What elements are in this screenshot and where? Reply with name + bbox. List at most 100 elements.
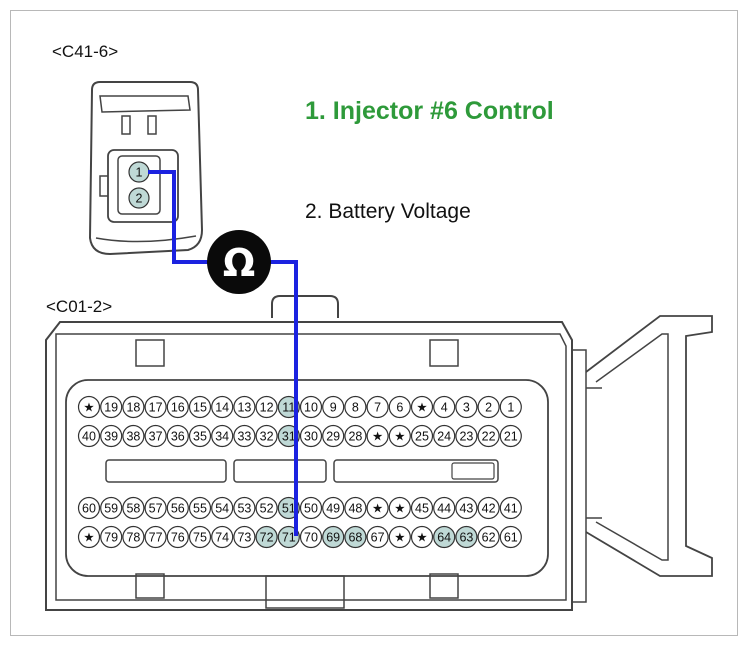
svg-text:64: 64 — [437, 531, 451, 545]
svg-text:48: 48 — [348, 502, 362, 516]
svg-text:★: ★ — [372, 430, 383, 444]
c01-pin: 25 — [410, 424, 434, 448]
c01-pin: 76 — [166, 525, 189, 549]
c01-pin: 17 — [144, 395, 167, 419]
c01-pin: 75 — [188, 525, 212, 549]
svg-text:23: 23 — [459, 430, 473, 444]
c01-pin: 9 — [322, 395, 345, 419]
ohmmeter-icon: Ω — [207, 230, 271, 294]
svg-text:10: 10 — [304, 401, 318, 415]
svg-text:★: ★ — [394, 502, 405, 516]
svg-text:17: 17 — [149, 401, 163, 415]
c01-pin: 19 — [100, 395, 123, 419]
svg-text:57: 57 — [149, 502, 163, 516]
svg-text:77: 77 — [149, 531, 163, 545]
svg-text:60: 60 — [82, 502, 96, 516]
svg-text:★: ★ — [372, 502, 383, 516]
svg-text:70: 70 — [304, 531, 318, 545]
svg-text:36: 36 — [171, 430, 185, 444]
c01-pin: 22 — [477, 424, 500, 448]
c01-pin: 41 — [499, 496, 522, 520]
svg-text:25: 25 — [415, 430, 429, 444]
legend-injector-control: 1. Injector #6 Control — [305, 97, 554, 125]
svg-text:9: 9 — [330, 401, 337, 415]
svg-text:34: 34 — [215, 430, 229, 444]
c01-pin: 38 — [122, 424, 145, 448]
svg-text:14: 14 — [215, 401, 229, 415]
c01-pin: 62 — [477, 525, 500, 549]
svg-text:7: 7 — [374, 401, 381, 415]
c01-pin: ★ — [366, 424, 389, 448]
svg-text:44: 44 — [437, 502, 451, 516]
c01-pin: 33 — [233, 424, 256, 448]
c01-pin: ★ — [410, 395, 434, 419]
svg-text:56: 56 — [171, 502, 185, 516]
svg-text:★: ★ — [83, 531, 94, 545]
svg-text:15: 15 — [193, 401, 207, 415]
c01-pin: 7 — [366, 395, 389, 419]
svg-text:1: 1 — [507, 401, 514, 415]
c01-pin: 39 — [100, 424, 123, 448]
c01-pin: 73 — [233, 525, 256, 549]
svg-text:21: 21 — [504, 430, 518, 444]
c01-pin: 60 — [77, 496, 101, 520]
c01-pin: 13 — [233, 395, 256, 419]
svg-text:13: 13 — [237, 401, 251, 415]
c01-pin: 42 — [477, 496, 500, 520]
svg-text:50: 50 — [304, 502, 318, 516]
svg-text:32: 32 — [260, 430, 274, 444]
svg-text:30: 30 — [304, 430, 318, 444]
c01-pin: 63 — [455, 525, 478, 549]
c41-pins: 12 — [128, 161, 150, 209]
c01-pin: 74 — [211, 525, 234, 549]
c41-pin: 2 — [128, 187, 150, 209]
c01-pin: 36 — [166, 424, 189, 448]
svg-text:58: 58 — [126, 502, 140, 516]
c01-pin: 6 — [388, 395, 411, 419]
legend-battery-voltage: 2. Battery Voltage — [305, 200, 471, 223]
c01-pin: 21 — [499, 424, 522, 448]
c01-pin: 77 — [144, 525, 167, 549]
svg-text:51: 51 — [282, 502, 296, 516]
svg-text:45: 45 — [415, 502, 429, 516]
svg-text:75: 75 — [193, 531, 207, 545]
svg-text:29: 29 — [326, 430, 340, 444]
svg-text:76: 76 — [171, 531, 185, 545]
c41-pin: 1 — [128, 161, 150, 183]
svg-text:★: ★ — [394, 430, 405, 444]
c01-pin: 43 — [455, 496, 478, 520]
svg-text:28: 28 — [348, 430, 362, 444]
c01-pin: 67 — [366, 525, 389, 549]
c01-pin: 28 — [344, 424, 367, 448]
c41-connector-label: <C41-6> — [52, 42, 119, 61]
svg-text:35: 35 — [193, 430, 207, 444]
c01-pin: 48 — [344, 496, 367, 520]
probe-wire-c01 — [268, 260, 298, 536]
c01-pin: ★ — [77, 395, 101, 419]
c01-pin: 50 — [299, 496, 323, 520]
c01-pin: ★ — [388, 525, 411, 549]
c01-pin: 64 — [433, 525, 456, 549]
c01-pin: 44 — [433, 496, 456, 520]
c01-pin: ★ — [366, 496, 389, 520]
svg-text:33: 33 — [237, 430, 251, 444]
ohm-symbol: Ω — [223, 241, 255, 285]
c01-pin: 72 — [255, 525, 278, 549]
svg-text:1: 1 — [136, 166, 143, 180]
c01-pin: 69 — [322, 525, 345, 549]
c01-pin: 1 — [499, 395, 522, 419]
svg-text:8: 8 — [352, 401, 359, 415]
svg-text:2: 2 — [136, 192, 143, 206]
svg-text:78: 78 — [126, 531, 140, 545]
svg-text:61: 61 — [504, 531, 518, 545]
svg-text:69: 69 — [326, 531, 340, 545]
svg-text:4: 4 — [441, 401, 448, 415]
svg-text:39: 39 — [104, 430, 118, 444]
c01-pin: 79 — [100, 525, 123, 549]
svg-text:59: 59 — [104, 502, 118, 516]
c01-pin: 8 — [344, 395, 367, 419]
c01-connector-label: <C01-2> — [46, 297, 113, 316]
c01-pin: ★ — [388, 424, 411, 448]
svg-text:★: ★ — [416, 531, 427, 545]
